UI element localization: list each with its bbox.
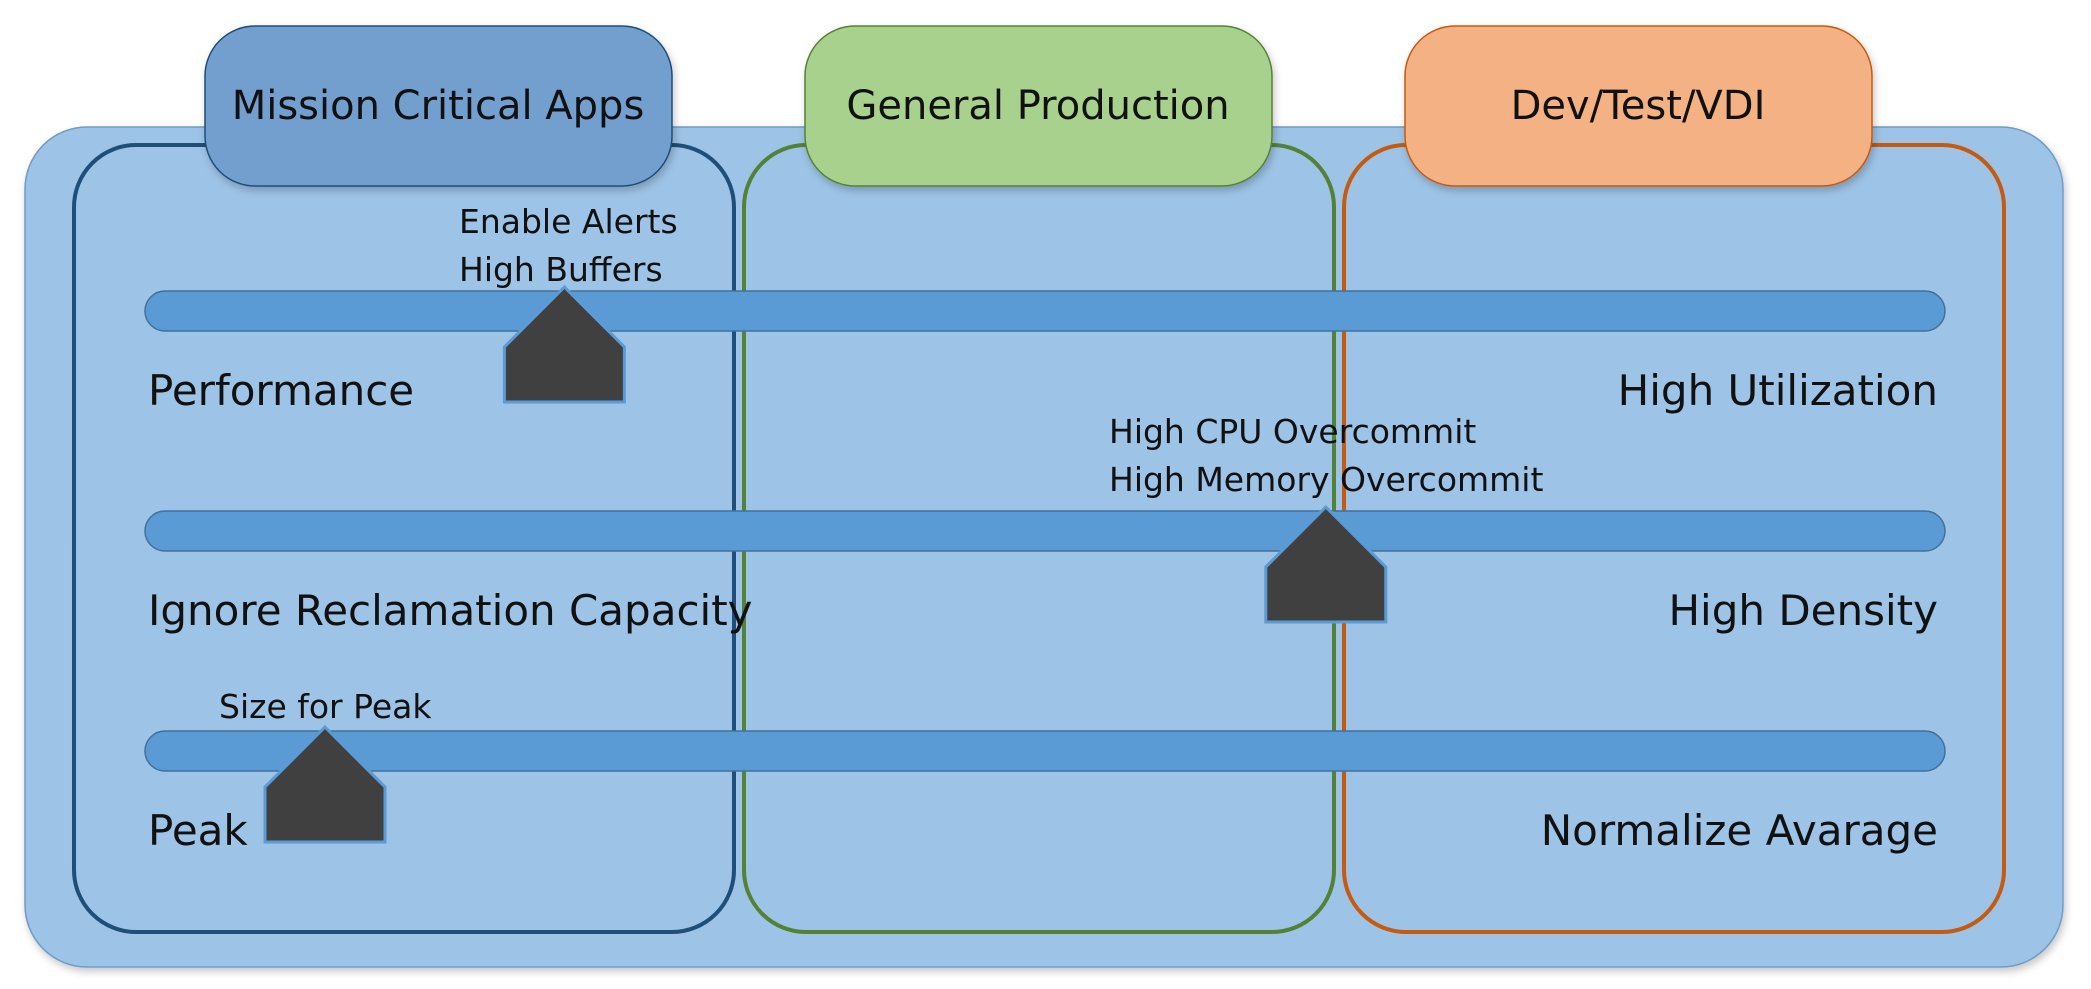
column-tabs: Mission Critical Apps General Production…: [204, 25, 1873, 187]
slider-track-reclamation: [144, 510, 1946, 552]
slider-marker-performance[interactable]: [502, 284, 626, 404]
slider-marker-reclamation[interactable]: [1264, 504, 1388, 624]
tab-label-general-production: General Production: [846, 83, 1229, 129]
marker-label-enable-alerts: Enable Alerts: [459, 202, 678, 241]
marker-labels: Enable Alerts High Buffers High CPU Over…: [219, 202, 1543, 726]
slider-track-peak: [144, 730, 1946, 772]
marker-label-high-buffers: High Buffers: [459, 250, 663, 289]
slider-track-performance: [144, 290, 1946, 332]
marker-label-high-cpu-overcommit: High CPU Overcommit: [1109, 412, 1476, 451]
slider-tracks: [144, 290, 1946, 772]
tab-mission-critical-apps: [204, 25, 673, 187]
right-label-high-utilization: High Utilization: [1618, 366, 1938, 415]
tab-general-production: [804, 25, 1273, 187]
slider-markers: [263, 284, 1388, 844]
tab-label-dev-test-vdi: Dev/Test/VDI: [1511, 83, 1766, 129]
right-label-high-density: High Density: [1668, 586, 1938, 635]
left-label-ignore-reclamation: Ignore Reclamation Capacity: [148, 586, 753, 635]
slider-marker-peak[interactable]: [263, 724, 387, 844]
marker-label-size-for-peak: Size for Peak: [219, 687, 432, 726]
tab-dev-test-vdi: [1404, 25, 1873, 187]
left-label-performance: Performance: [148, 366, 414, 415]
right-label-normalize-average: Normalize Avarage: [1541, 806, 1938, 855]
left-label-peak: Peak: [148, 806, 248, 855]
tab-label-mission-critical-apps: Mission Critical Apps: [232, 83, 645, 129]
side-labels: Performance High Utilization Ignore Recl…: [148, 366, 1938, 855]
marker-label-high-memory-overcommit: High Memory Overcommit: [1109, 460, 1543, 499]
